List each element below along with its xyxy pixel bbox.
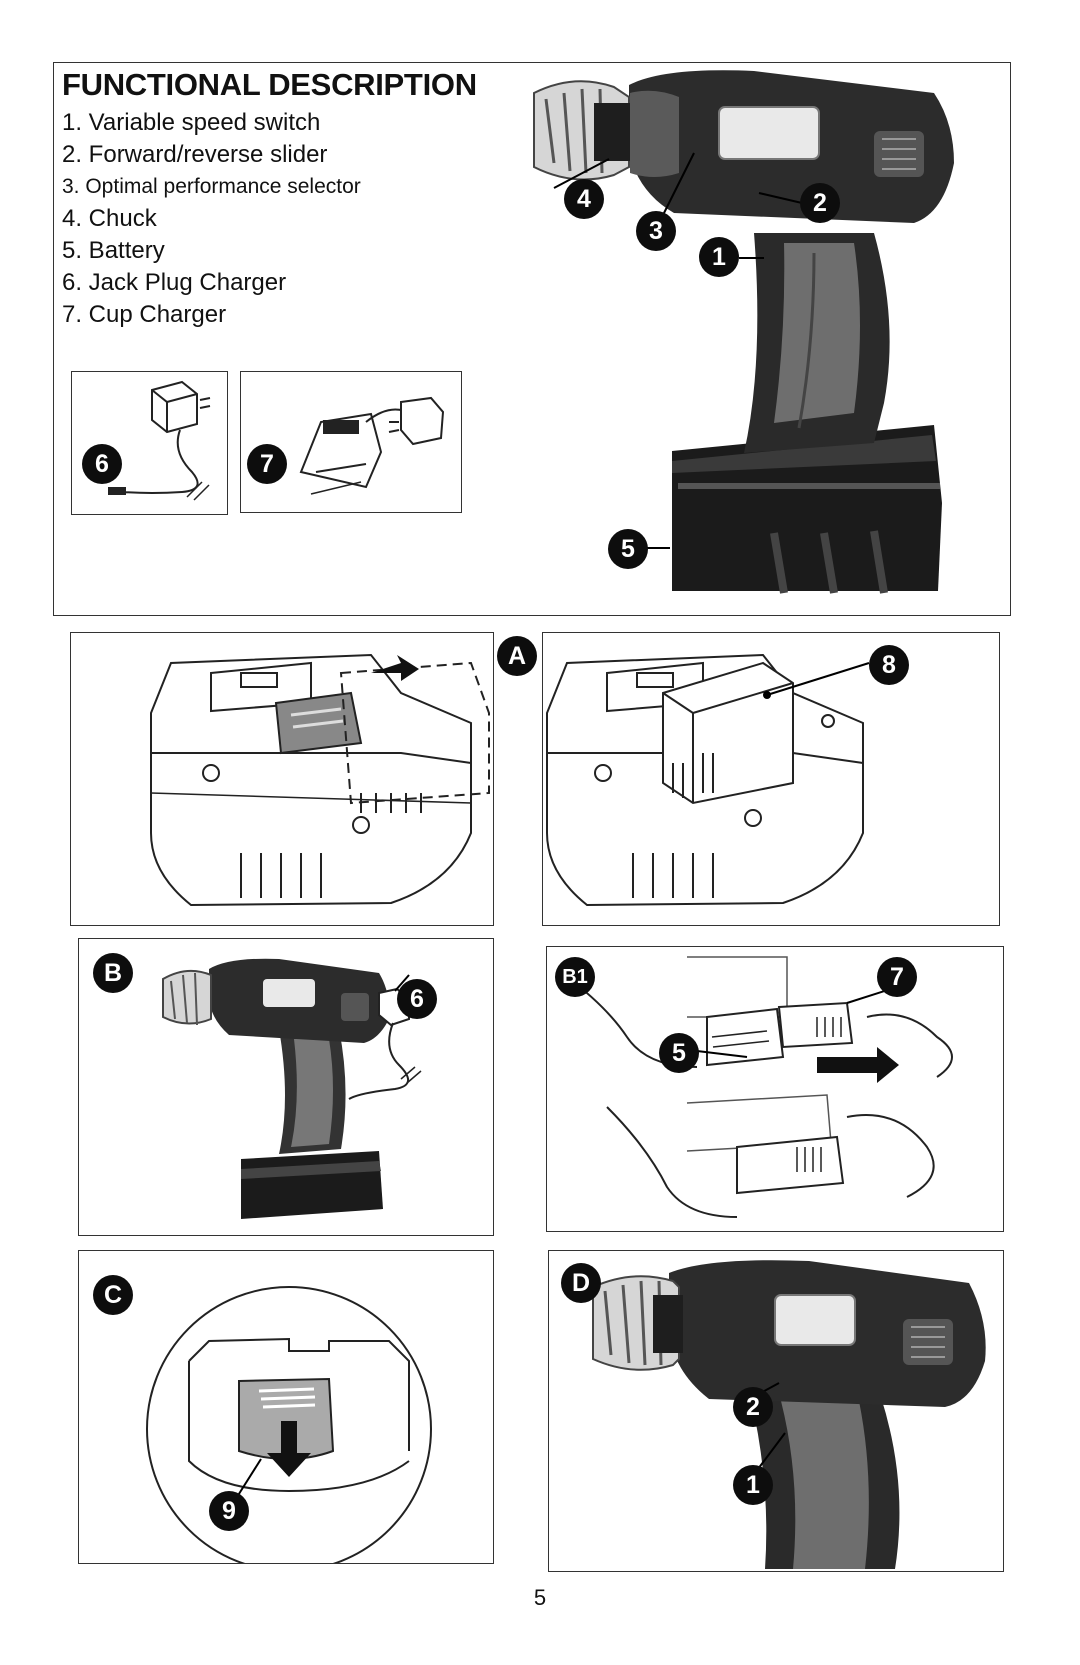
figure-d-panel: D 2 1 (548, 1250, 1004, 1572)
section-title: FUNCTIONAL DESCRIPTION (62, 67, 477, 102)
callout-4: 4 (564, 179, 604, 219)
callout-5: 5 (608, 529, 648, 569)
part-item-1: 1. Variable speed switch (62, 109, 321, 136)
callout-5-fig-b1: 5 (659, 1033, 699, 1073)
part-item-7: 7. Cup Charger (62, 301, 227, 328)
part-item-4: 4. Chuck (62, 205, 157, 232)
callout-7-fig-b1: 7 (877, 957, 917, 997)
part-item-2: 2. Forward/reverse slider (62, 141, 328, 168)
jack-plug-charger-panel: 6 (71, 371, 228, 515)
figure-label-d: D (561, 1263, 601, 1303)
figure-label-a: A (497, 636, 537, 676)
figure-a-right-panel: 8 (542, 632, 1000, 926)
figure-b-panel: B 6 (78, 938, 494, 1236)
battery-release-illustration (146, 1286, 432, 1563)
cup-charger-panel: 7 (240, 371, 462, 513)
battery-slot-illustration (150, 653, 490, 907)
callout-3: 3 (636, 211, 676, 251)
callout-2-fig-d: 2 (733, 1387, 773, 1427)
part-item-3: 3. Optimal performance selector (62, 175, 361, 198)
cup-charger-icon (299, 396, 445, 495)
figure-c-panel: C 9 (78, 1250, 494, 1564)
figure-b1-panel: B1 7 5 (546, 946, 1004, 1232)
part-item-6: 6. Jack Plug Charger (62, 269, 287, 296)
jack-plug-charger-icon (108, 380, 211, 501)
callout-8: 8 (869, 645, 909, 685)
figure-a-left-panel (70, 632, 494, 926)
battery-with-pack-illustration (546, 653, 870, 907)
callout-6-fig-b: 6 (397, 979, 437, 1019)
drill-charging-illustration (162, 958, 422, 1219)
page-number: 5 (533, 1585, 547, 1610)
callout-1: 1 (699, 237, 739, 277)
callout-9: 9 (209, 1491, 249, 1531)
cup-charger-hands-illustration (566, 956, 953, 1218)
callout-2: 2 (800, 183, 840, 223)
functional-description-panel: FUNCTIONAL DESCRIPTION 1. Variable speed… (53, 62, 1011, 616)
parts-list: 1. Variable speed switch 2. Forward/reve… (62, 107, 361, 331)
callout-7: 7 (247, 444, 287, 484)
callout-6: 6 (82, 444, 122, 484)
drill-switch-illustration (592, 1260, 986, 1569)
figure-label-b1: B1 (555, 957, 595, 997)
part-item-5: 5. Battery (62, 237, 165, 264)
drill-illustration (533, 70, 954, 594)
figure-label-c: C (93, 1275, 133, 1315)
callout-1-fig-d: 1 (733, 1465, 773, 1505)
figure-label-b: B (93, 953, 133, 993)
